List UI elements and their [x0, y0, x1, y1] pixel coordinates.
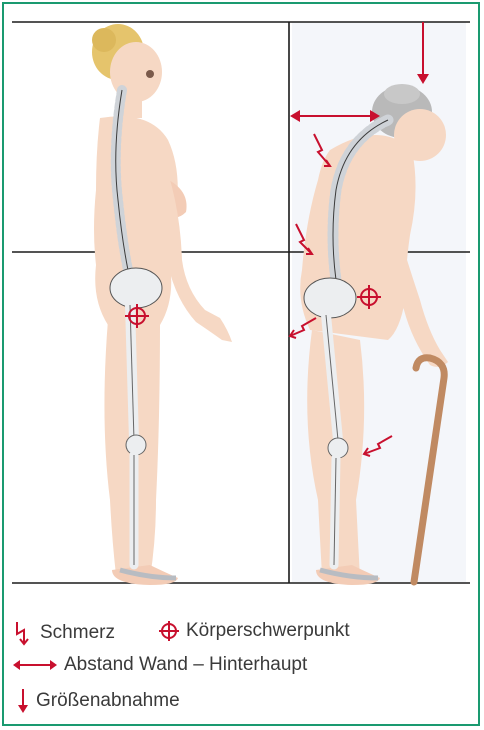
legend-pain: Schmerz: [14, 620, 115, 646]
legend-height-loss-label: Größenabnahme: [36, 690, 180, 712]
legend: Schmerz Körperschwerpunkt Abstand Wand –…: [0, 604, 484, 724]
lightning-pain-icon: [14, 620, 34, 646]
legend-pain-label: Schmerz: [40, 622, 115, 644]
posture-comparison-illustration: [0, 0, 484, 604]
crosshair-circle-icon: [158, 620, 180, 642]
double-arrow-icon: [12, 658, 58, 672]
legend-center-of-gravity: Körperschwerpunkt: [158, 620, 350, 642]
down-arrow-icon: [16, 688, 30, 714]
legend-center-of-gravity-label: Körperschwerpunkt: [186, 620, 350, 642]
legend-wall-distance-label: Abstand Wand – Hinterhaupt: [64, 654, 307, 676]
legend-height-loss: Größenabnahme: [16, 688, 180, 714]
legend-wall-distance: Abstand Wand – Hinterhaupt: [12, 654, 307, 676]
